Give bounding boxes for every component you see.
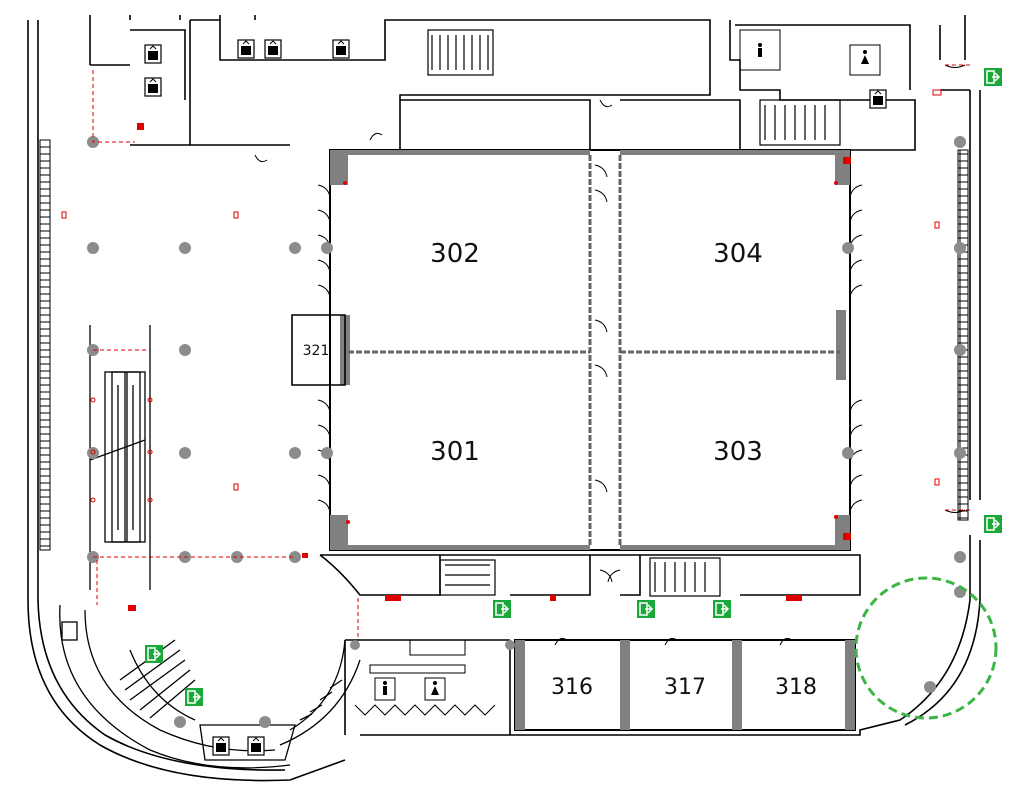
stairs xyxy=(427,29,841,597)
left-facade xyxy=(39,139,51,551)
restroom-icon xyxy=(354,29,881,716)
emergency-exit-icon xyxy=(983,514,1003,534)
elevator-icon xyxy=(237,39,255,59)
room-301-label[interactable]: 301 xyxy=(430,437,480,467)
columns xyxy=(87,136,966,728)
emergency-exit-icon xyxy=(712,599,732,619)
elevator-icon xyxy=(247,736,265,756)
right-facade xyxy=(957,149,969,521)
emergency-exit-icon xyxy=(144,644,164,664)
elevator-icon xyxy=(332,39,350,59)
room-316-label[interactable]: 316 xyxy=(551,675,593,700)
red-markers xyxy=(128,123,851,611)
room-302-label[interactable]: 302 xyxy=(430,239,480,269)
red-outline-markers xyxy=(61,89,942,503)
elevator-icon xyxy=(144,77,162,97)
building-outline xyxy=(27,15,981,782)
red-routes xyxy=(92,64,970,640)
emergency-exit-icon xyxy=(492,599,512,619)
lower-lobby xyxy=(59,604,361,769)
restroom-figures xyxy=(383,43,869,695)
room-304-label[interactable]: 304 xyxy=(713,239,763,269)
emergency-exit-icon xyxy=(184,687,204,707)
room-318-label[interactable]: 318 xyxy=(775,675,817,700)
room-317-label[interactable]: 317 xyxy=(664,675,706,700)
elevator-icon xyxy=(212,736,230,756)
dashed-highlight-circle xyxy=(854,576,998,720)
room-303-label[interactable]: 303 xyxy=(713,437,763,467)
emergency-exit-icon xyxy=(983,67,1003,87)
operable-walls xyxy=(348,155,840,545)
escalator xyxy=(89,325,151,590)
room-321-outline xyxy=(291,314,346,386)
emergency-exit-icon xyxy=(636,599,656,619)
partitions xyxy=(330,150,855,730)
elevator-icon xyxy=(869,89,887,109)
elevator-icon xyxy=(144,44,162,64)
room-321-label[interactable]: 321 xyxy=(303,343,330,359)
elevator-icon xyxy=(264,39,282,59)
doors xyxy=(254,64,966,646)
